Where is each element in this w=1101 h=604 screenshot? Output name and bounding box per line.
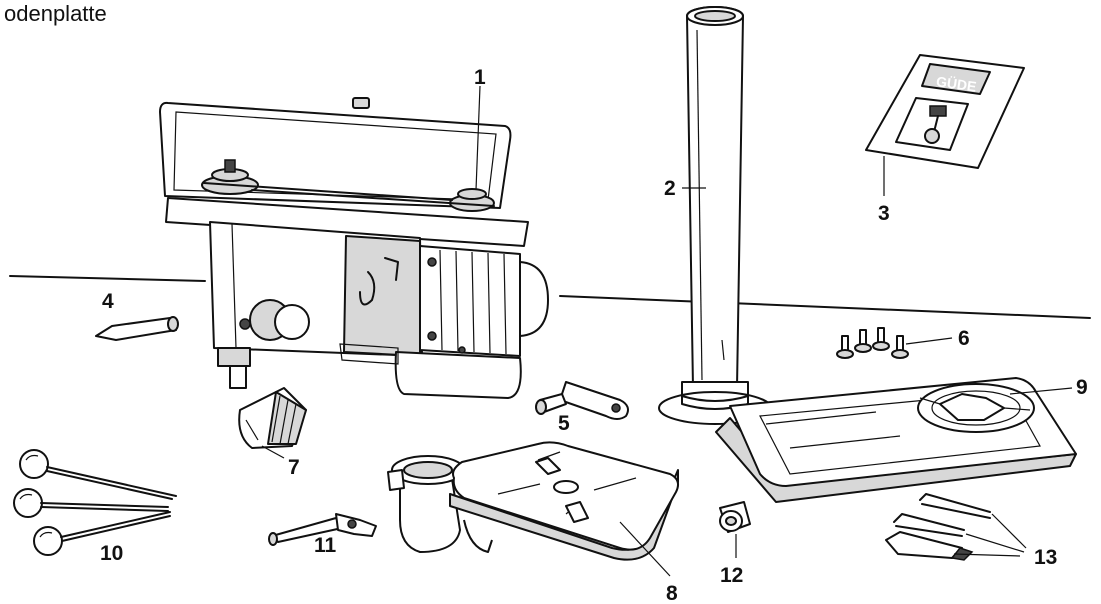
part-label-2: 2 [664, 177, 676, 200]
drift-key [95, 316, 179, 341]
manual-cover-text: GÜDE [935, 73, 977, 94]
leader-13c [953, 553, 1021, 557]
depth-stop-lever [535, 381, 629, 420]
part-label-3: 3 [878, 202, 890, 225]
page-caption: odenplatte [4, 1, 107, 26]
table-lock-lever [268, 513, 377, 546]
part-label-5: 5 [558, 412, 570, 435]
operating-manual: GÜDE [865, 54, 1025, 169]
leader-13b [965, 533, 1025, 553]
locking-nut [719, 501, 751, 533]
part-label-6: 6 [958, 327, 970, 350]
part-label-10: 10 [100, 542, 123, 565]
column [658, 6, 772, 425]
part-label-4: 4 [102, 290, 114, 313]
leader-6 [905, 337, 953, 345]
cover-knob [352, 97, 370, 109]
drill-head [159, 97, 549, 399]
part-label-7: 7 [288, 456, 300, 479]
leader-13a [991, 513, 1027, 549]
part-label-9: 9 [1076, 376, 1088, 399]
table-center-hole [553, 480, 579, 494]
leader-1 [475, 85, 481, 191]
hex-keys-and-wrench [885, 493, 991, 561]
leader-8 [619, 521, 671, 577]
part-label-1: 1 [474, 66, 486, 89]
drill-chuck [238, 387, 307, 449]
work-table [387, 441, 679, 561]
part-label-8: 8 [666, 582, 678, 604]
leader-9 [1009, 387, 1073, 395]
mounting-bolts [836, 327, 909, 359]
leader-7 [261, 445, 285, 459]
base-plate [715, 377, 1077, 503]
part-label-11: 11 [314, 534, 337, 557]
floor-line [9, 275, 1091, 319]
part-label-12: 12 [720, 564, 743, 587]
feed-handles [13, 449, 177, 556]
part-label-13: 13 [1034, 546, 1057, 569]
